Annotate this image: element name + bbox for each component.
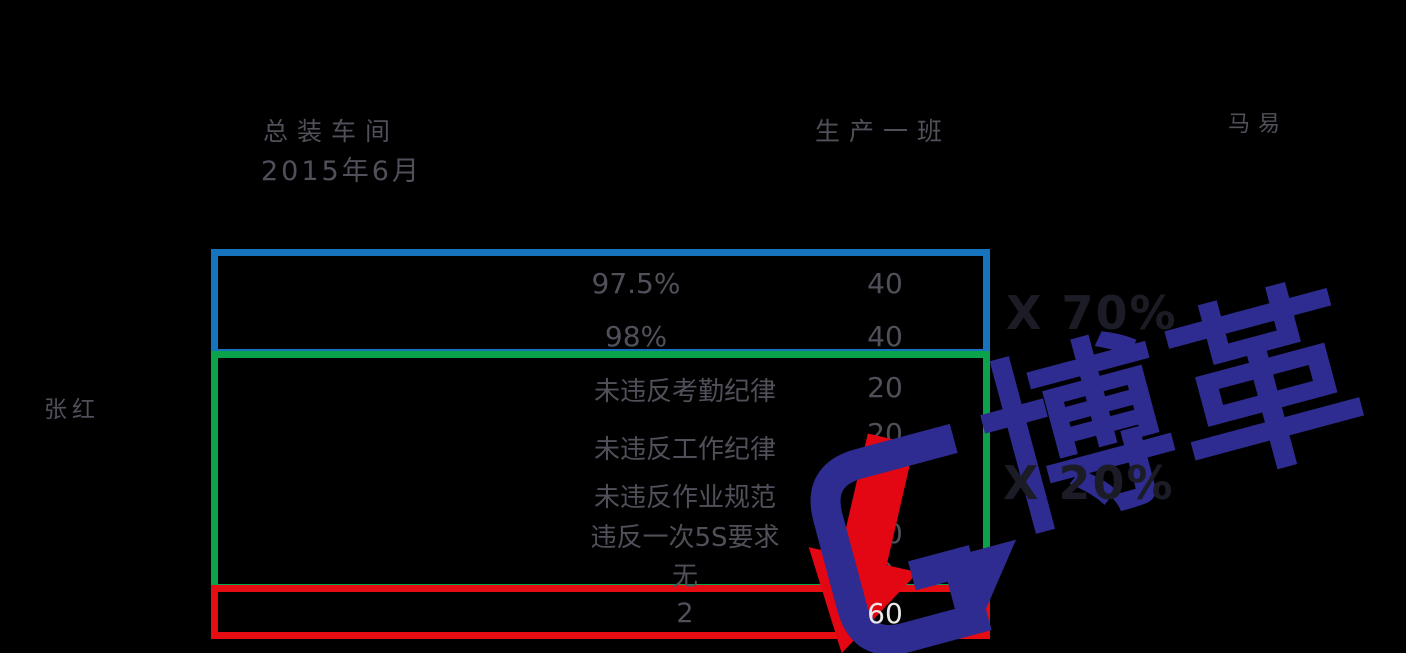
- performance-value: 98%: [604, 320, 668, 353]
- performance-score: 40: [867, 267, 903, 300]
- appraisal-period: 2015年6月: [261, 156, 422, 187]
- performance-score: 40: [867, 320, 903, 353]
- discipline-value: 未违反作业规范: [593, 483, 776, 513]
- discipline-value: 未违反工作纪律: [593, 435, 776, 465]
- watermark-logo-icon: [810, 423, 1017, 653]
- performance-weight-label: X 70%: [1006, 286, 1178, 340]
- appraiser-name: 马易: [1228, 112, 1289, 137]
- discipline-value: 无: [671, 562, 698, 592]
- discipline-value: 违反一次5S要求: [590, 523, 780, 553]
- discipline-score: 20: [867, 371, 903, 404]
- result-score: 60: [867, 597, 903, 630]
- result-value: 2: [676, 598, 694, 629]
- team-name: 生产一班: [815, 117, 952, 146]
- discipline-weight-label: X 20%: [1003, 456, 1175, 510]
- employee-name: 张红: [44, 397, 100, 423]
- workshop-name: 总装车间: [263, 117, 400, 146]
- performance-value: 97.5%: [591, 267, 681, 300]
- discipline-value: 未违反考勤纪律: [593, 377, 776, 407]
